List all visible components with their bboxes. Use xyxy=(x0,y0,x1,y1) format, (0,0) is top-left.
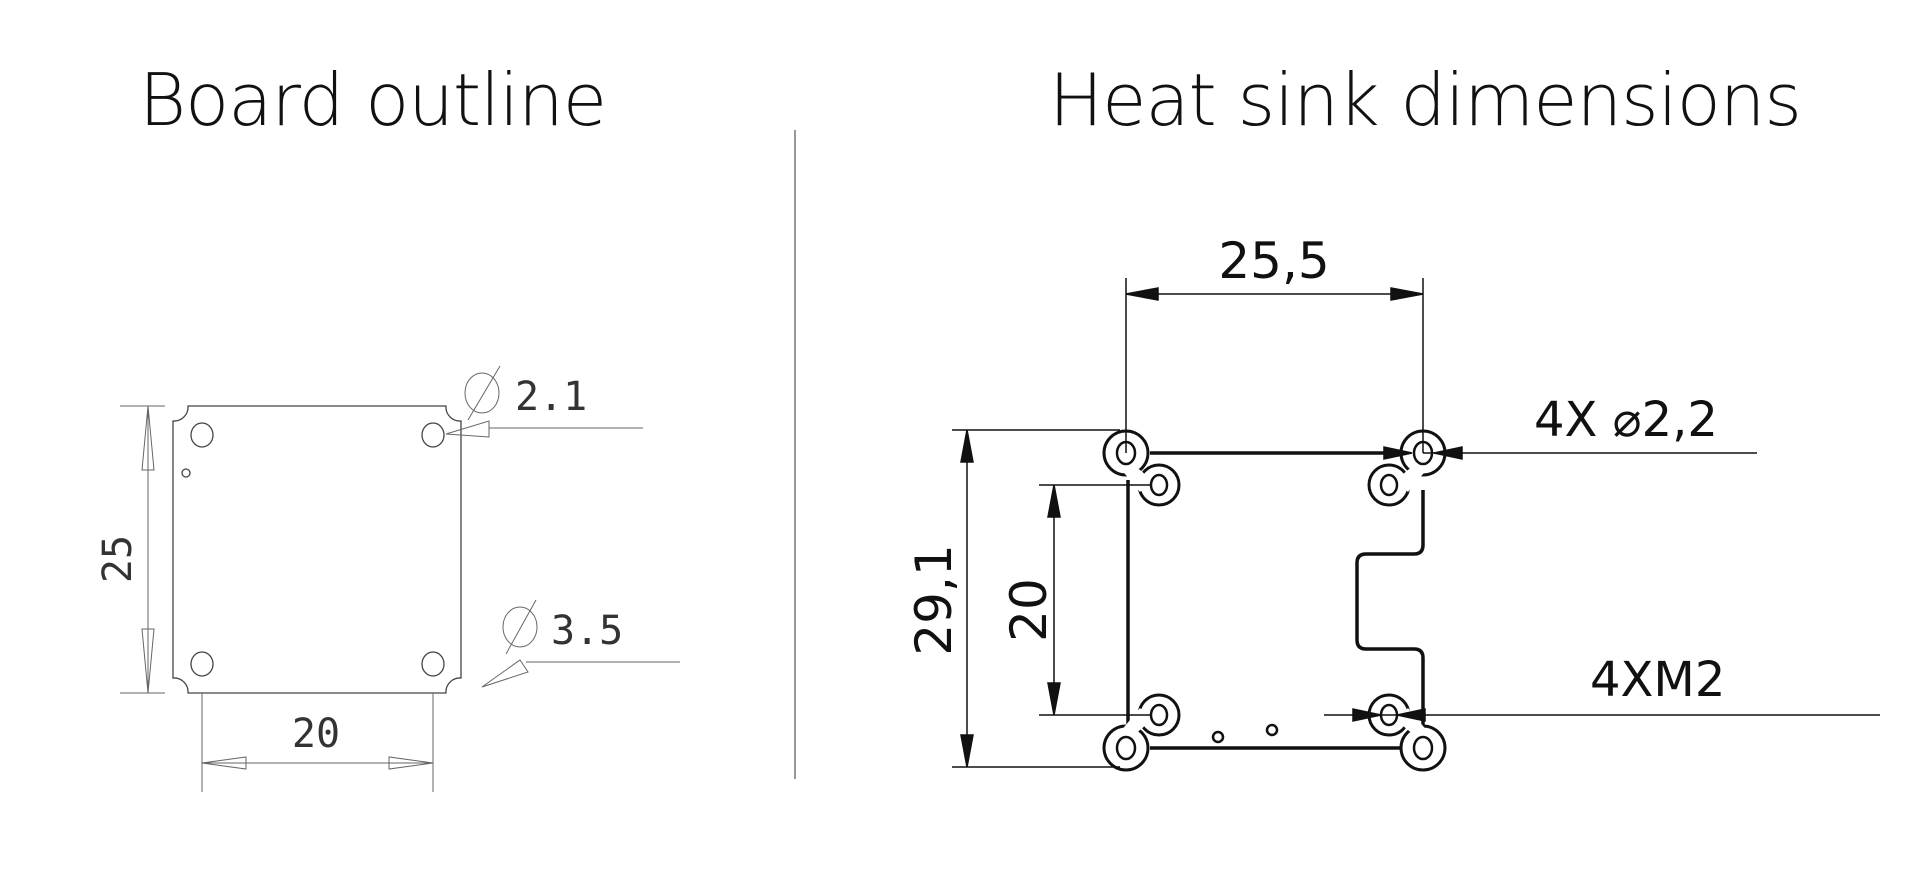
heat-sink-outline xyxy=(1126,451,1425,750)
threaded-hole xyxy=(1149,703,1169,727)
corner-diameter-callout xyxy=(481,599,680,688)
mounting-hole xyxy=(421,422,445,448)
hole-diameter-label: 2.1 xyxy=(515,374,587,420)
dimension-thread-spacing xyxy=(1039,484,1150,716)
dimension-thread-spacing-label: 20 xyxy=(1000,578,1058,642)
small-hole xyxy=(1265,723,1279,737)
diameter-symbol-icon xyxy=(464,372,500,414)
threaded-hole xyxy=(1149,473,1169,497)
dimension-height-label: 29,1 xyxy=(905,544,963,655)
dimension-hole-spacing xyxy=(201,693,434,792)
diameter-symbol-icon xyxy=(502,606,538,648)
corner-diameter-label: 3.5 xyxy=(551,608,623,654)
board-outline-shape xyxy=(172,405,462,694)
thread-callout-leader xyxy=(1324,708,1880,722)
mounting-hole xyxy=(190,422,214,448)
hole-diameter-callout xyxy=(445,365,643,438)
dimension-height xyxy=(120,405,165,694)
mounting-hole xyxy=(190,651,214,677)
dimension-height-label: 25 xyxy=(95,535,141,583)
hole-callout-label: 4X ⌀2,2 xyxy=(1534,392,1718,448)
mounting-hole xyxy=(421,651,445,677)
small-hole xyxy=(1211,730,1225,744)
fiducial-hole xyxy=(181,468,191,478)
board-outline-drawing xyxy=(120,365,680,792)
threaded-hole xyxy=(1379,473,1399,497)
mounting-hole xyxy=(1115,735,1137,761)
dimension-height xyxy=(952,429,1120,768)
heat-sink-title: Heat sink dimensions xyxy=(1049,58,1802,142)
hole-callout-leader xyxy=(1383,446,1757,460)
dimension-hole-spacing-label: 20 xyxy=(292,711,340,757)
dimension-width xyxy=(1125,278,1424,453)
dimension-width-label: 25,5 xyxy=(1218,232,1329,290)
thread-callout-label: 4XM2 xyxy=(1590,652,1725,708)
mounting-hole xyxy=(1412,735,1434,761)
board-outline-title: Board outline xyxy=(139,58,607,142)
heat-sink-drawing xyxy=(952,278,1880,772)
